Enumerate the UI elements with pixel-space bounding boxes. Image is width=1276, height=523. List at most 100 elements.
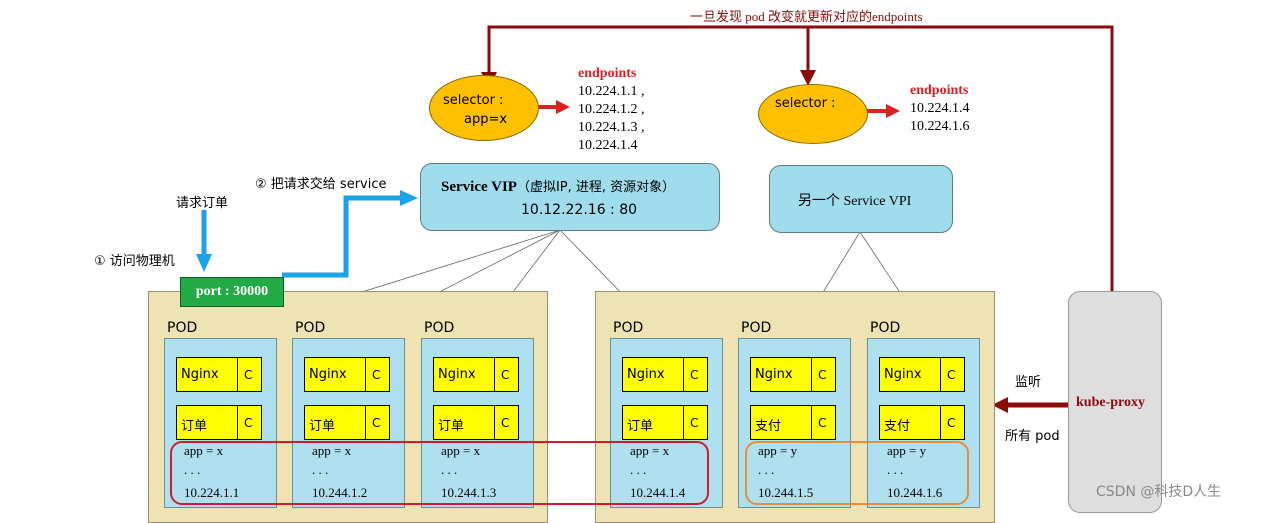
request-arrow-head xyxy=(196,254,212,272)
pod-app-label: app = x xyxy=(312,443,352,458)
service-vip-address: 10.12.22.16 : 80 xyxy=(521,202,638,218)
selector-left: selector : app=x xyxy=(429,75,539,141)
container-c: C xyxy=(947,416,956,430)
pod-ip: 10.244.1.4 xyxy=(630,485,686,500)
endpoints-right-title: endpoints xyxy=(910,83,969,98)
service-vip-title: Service VIP xyxy=(441,179,517,195)
container-name: Nginx xyxy=(627,367,665,382)
port-to-service-line xyxy=(282,195,402,278)
container-name: Nginx xyxy=(884,367,922,382)
update-endpoints-line xyxy=(487,25,1114,291)
pod-ip: 10.244.1.3 xyxy=(441,485,497,500)
pod-app-label: app = y xyxy=(758,443,798,458)
pod-dots: . . . xyxy=(441,462,458,477)
pod-app-label: app = x xyxy=(630,443,670,458)
selector-left-line1: selector : xyxy=(443,93,504,108)
pod-dots: . . . xyxy=(312,462,329,477)
pod-ip: 10.244.1.6 xyxy=(887,485,943,500)
container-c: C xyxy=(372,416,381,430)
container-name: Nginx xyxy=(755,367,793,382)
pod-app-label: app = x xyxy=(184,443,224,458)
pod-ip: 10.244.1.5 xyxy=(758,485,814,500)
container-name: 订单 xyxy=(627,419,654,434)
container-c: C xyxy=(501,368,510,382)
step1-label: ① 访问物理机 xyxy=(94,254,175,269)
pod-app-label: app = y xyxy=(887,443,927,458)
endpoints-left-item: 10.224.1.4 xyxy=(578,138,638,153)
app-container: 订单 C xyxy=(176,405,262,440)
watermark: CSDN @科技D人生 xyxy=(1096,484,1222,500)
watch-label: 监听 xyxy=(1015,375,1042,390)
container-c: C xyxy=(690,368,699,382)
endpoints-left-item: 10.224.1.2 , xyxy=(578,102,645,117)
service-vip-subtitle: （虚拟IP, 进程, 资源对象） xyxy=(516,180,676,195)
kube-proxy-box: kube-proxy xyxy=(1068,291,1162,513)
container-name: 订单 xyxy=(309,419,336,434)
update-arrow-right xyxy=(800,70,816,86)
endpoints-right-item: 10.224.1.4 xyxy=(910,101,970,116)
pod-dots: . . . xyxy=(887,462,904,477)
pod-dots: . . . xyxy=(630,462,647,477)
container-c: C xyxy=(244,368,253,382)
container-name: 支付 xyxy=(884,419,911,434)
app-x-group-outline xyxy=(170,441,709,505)
container-c: C xyxy=(372,368,381,382)
pod-label: POD xyxy=(167,320,198,336)
container-c: C xyxy=(947,368,956,382)
pod-dots: . . . xyxy=(758,462,775,477)
container-name: 订单 xyxy=(181,419,208,434)
nginx-container: Nginx C xyxy=(176,357,262,392)
container-name: 支付 xyxy=(755,419,782,434)
app-container: 订单 C xyxy=(304,405,390,440)
container-c: C xyxy=(818,416,827,430)
pod-label: POD xyxy=(295,320,326,336)
app-container: 支付 C xyxy=(879,405,965,440)
port-to-service-head xyxy=(400,190,418,206)
node-port[interactable]: port : 30000 xyxy=(180,277,284,307)
pod-label: POD xyxy=(741,320,772,336)
app-container: 支付 C xyxy=(750,405,836,440)
endpoints-left-item: 10.224.1.3 , xyxy=(578,120,645,135)
request-label: 请求订单 xyxy=(176,196,229,211)
selector-right: selector : xyxy=(758,84,868,144)
service-other-box: 另一个 Service VPI xyxy=(769,165,953,233)
container-c: C xyxy=(244,416,253,430)
pod-label: POD xyxy=(870,320,901,336)
selector-left-arrow-head xyxy=(556,100,570,114)
step2-label: ② 把请求交给 service xyxy=(255,177,387,192)
nginx-container: Nginx C xyxy=(622,357,708,392)
nginx-container: Nginx C xyxy=(304,357,390,392)
endpoints-left-title: endpoints xyxy=(578,66,637,81)
container-name: 订单 xyxy=(438,419,465,434)
endpoints-left-item: 10.224.1.1 , xyxy=(578,84,645,99)
all-pods-label: 所有 pod xyxy=(1005,429,1060,444)
container-name: Nginx xyxy=(309,367,347,382)
pod-ip: 10.224.1.1 xyxy=(184,485,240,500)
container-name: Nginx xyxy=(438,367,476,382)
connector-layer xyxy=(196,25,1114,413)
pod-label: POD xyxy=(424,320,455,336)
selector-right-line1: selector : xyxy=(775,96,836,111)
update-endpoints-label: 一旦发现 pod 改变就更新对应的endpoints xyxy=(690,9,923,24)
pod-app-label: app = x xyxy=(441,443,481,458)
service-other-label: 另一个 Service VPI xyxy=(798,194,912,209)
pod-dots: . . . xyxy=(184,462,201,477)
selector-right-arrow-head xyxy=(886,104,900,118)
nginx-container: Nginx C xyxy=(433,357,519,392)
pod-ip: 10.244.1.2 xyxy=(312,485,368,500)
selector-left-line2: app=x xyxy=(464,112,508,127)
container-name: Nginx xyxy=(181,367,219,382)
listen-arrow-head xyxy=(992,397,1008,413)
nginx-container: Nginx C xyxy=(879,357,965,392)
kube-proxy-label: kube-proxy xyxy=(1076,395,1145,410)
pod-label: POD xyxy=(613,320,644,336)
